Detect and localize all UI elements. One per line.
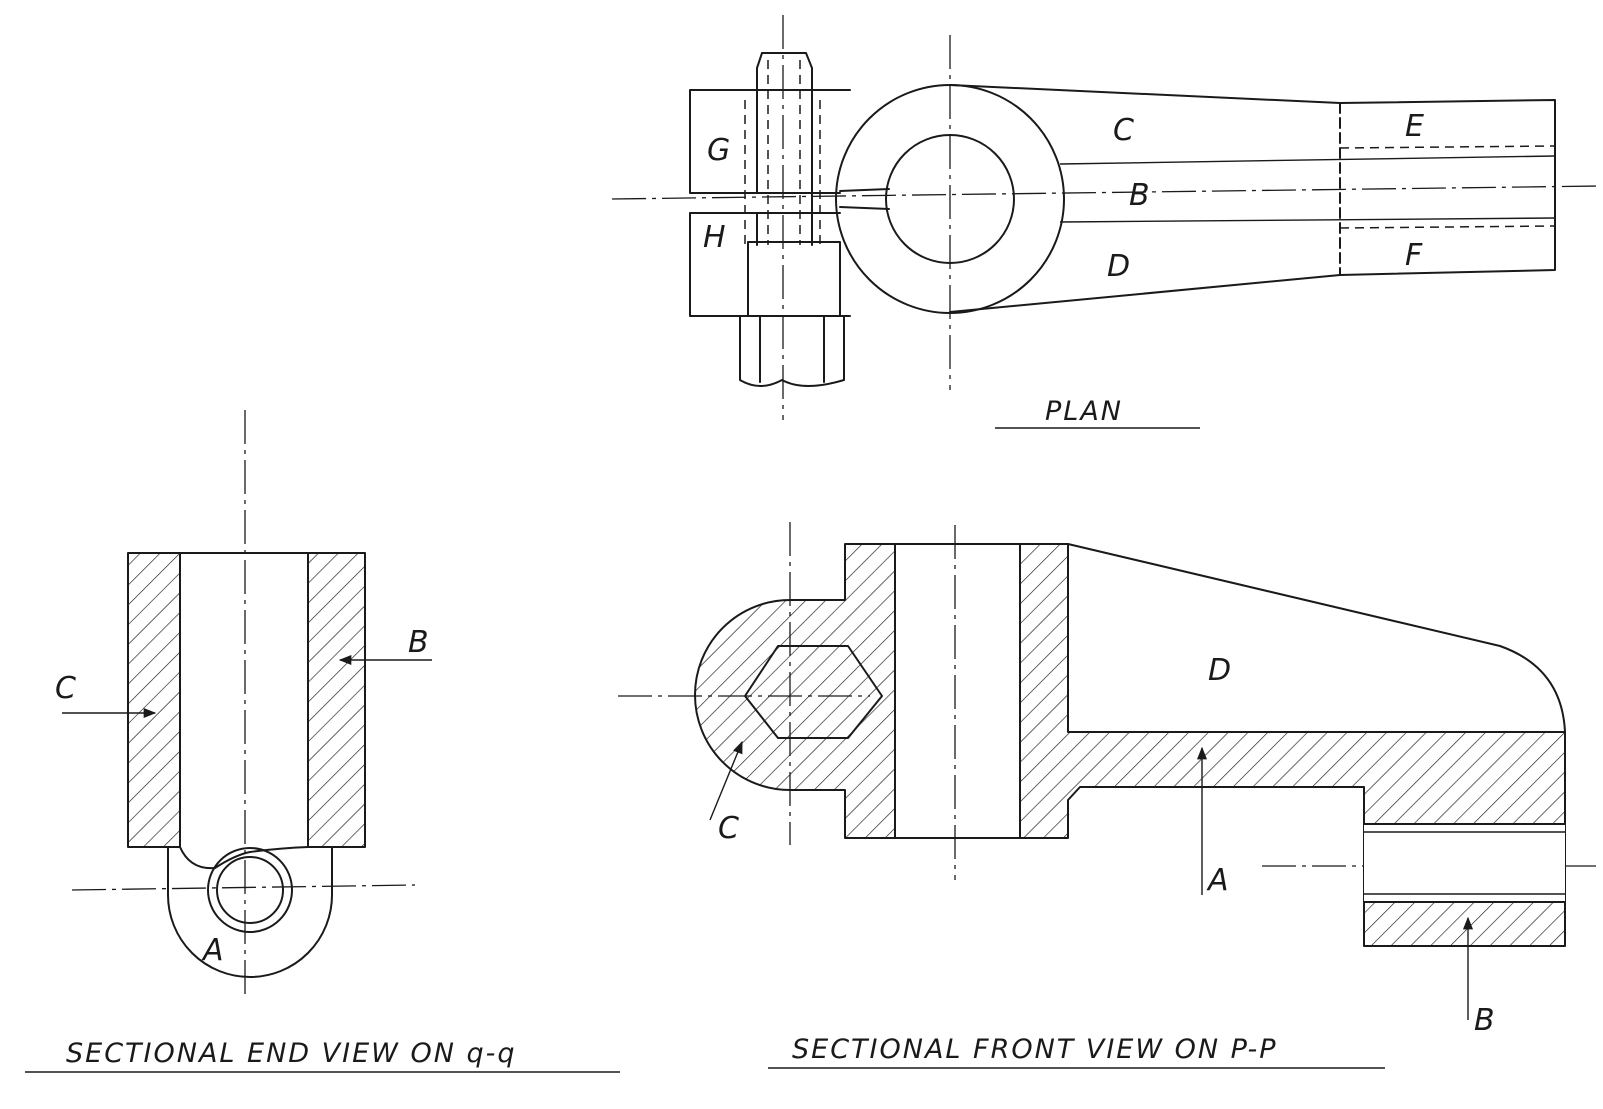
plan-boss-outer — [835, 84, 1065, 314]
plan-label-f: F — [1405, 238, 1423, 273]
plan-label-e: E — [1405, 109, 1424, 144]
plan-label-c: C — [1113, 113, 1134, 148]
end-view-wall-right — [307, 552, 366, 848]
front-view-label-d: D — [1208, 653, 1231, 688]
end-view-label-a: A — [201, 933, 224, 968]
end-view-break-line — [179, 846, 309, 870]
end-view-label-b: B — [408, 625, 429, 660]
end-view-title: SECTIONAL END VIEW ON q-q — [66, 1038, 517, 1069]
plan-label-h: H — [703, 220, 726, 255]
plan-slot-upper-line — [1059, 155, 1556, 165]
end-view-pin-inner — [216, 856, 284, 924]
plan-hidden-f — [1339, 225, 1556, 229]
plan-view: G H C D B E F PLAN — [611, 15, 1601, 429]
front-view-leader-c — [709, 740, 743, 821]
front-view-label-c: C — [718, 811, 739, 846]
end-view-bottom-arc — [167, 846, 333, 978]
end-view-wall-left — [127, 552, 181, 848]
front-view-pin-bore-fill — [1364, 824, 1565, 902]
plan-horizontal-centerline — [611, 185, 1601, 200]
plan-bolt-stem — [756, 52, 813, 246]
end-view-label-c: C — [55, 671, 76, 706]
front-view: D A B C SECTIONAL FRONT VIEW ON P-P — [618, 522, 1600, 1069]
plan-slot-lower-line — [1059, 217, 1556, 223]
plan-jaw-g — [689, 89, 851, 194]
front-view-hex-nut — [744, 645, 883, 739]
plan-hidden-e — [1339, 145, 1556, 149]
front-view-label-b: B — [1474, 1003, 1495, 1038]
end-view: C B A SECTIONAL END VIEW ON q-q — [25, 410, 620, 1073]
end-view-horizontal-centerline — [71, 884, 416, 891]
plan-nut-head — [739, 315, 845, 387]
front-view-jaw-section — [694, 543, 896, 839]
plan-label-b: B — [1129, 178, 1150, 213]
plan-label-g: G — [707, 133, 730, 168]
plan-split-slot — [839, 188, 890, 210]
plan-title: PLAN — [1045, 396, 1123, 427]
plan-label-d: D — [1107, 249, 1130, 284]
front-view-web-outline — [1067, 543, 1566, 733]
plan-arm-outline — [949, 84, 1556, 313]
front-view-label-a: A — [1206, 863, 1229, 898]
front-view-title: SECTIONAL FRONT VIEW ON P-P — [792, 1034, 1278, 1065]
end-view-pin-outer — [207, 847, 293, 933]
plan-nut-body — [747, 241, 841, 317]
plan-boss-bore — [885, 134, 1015, 264]
